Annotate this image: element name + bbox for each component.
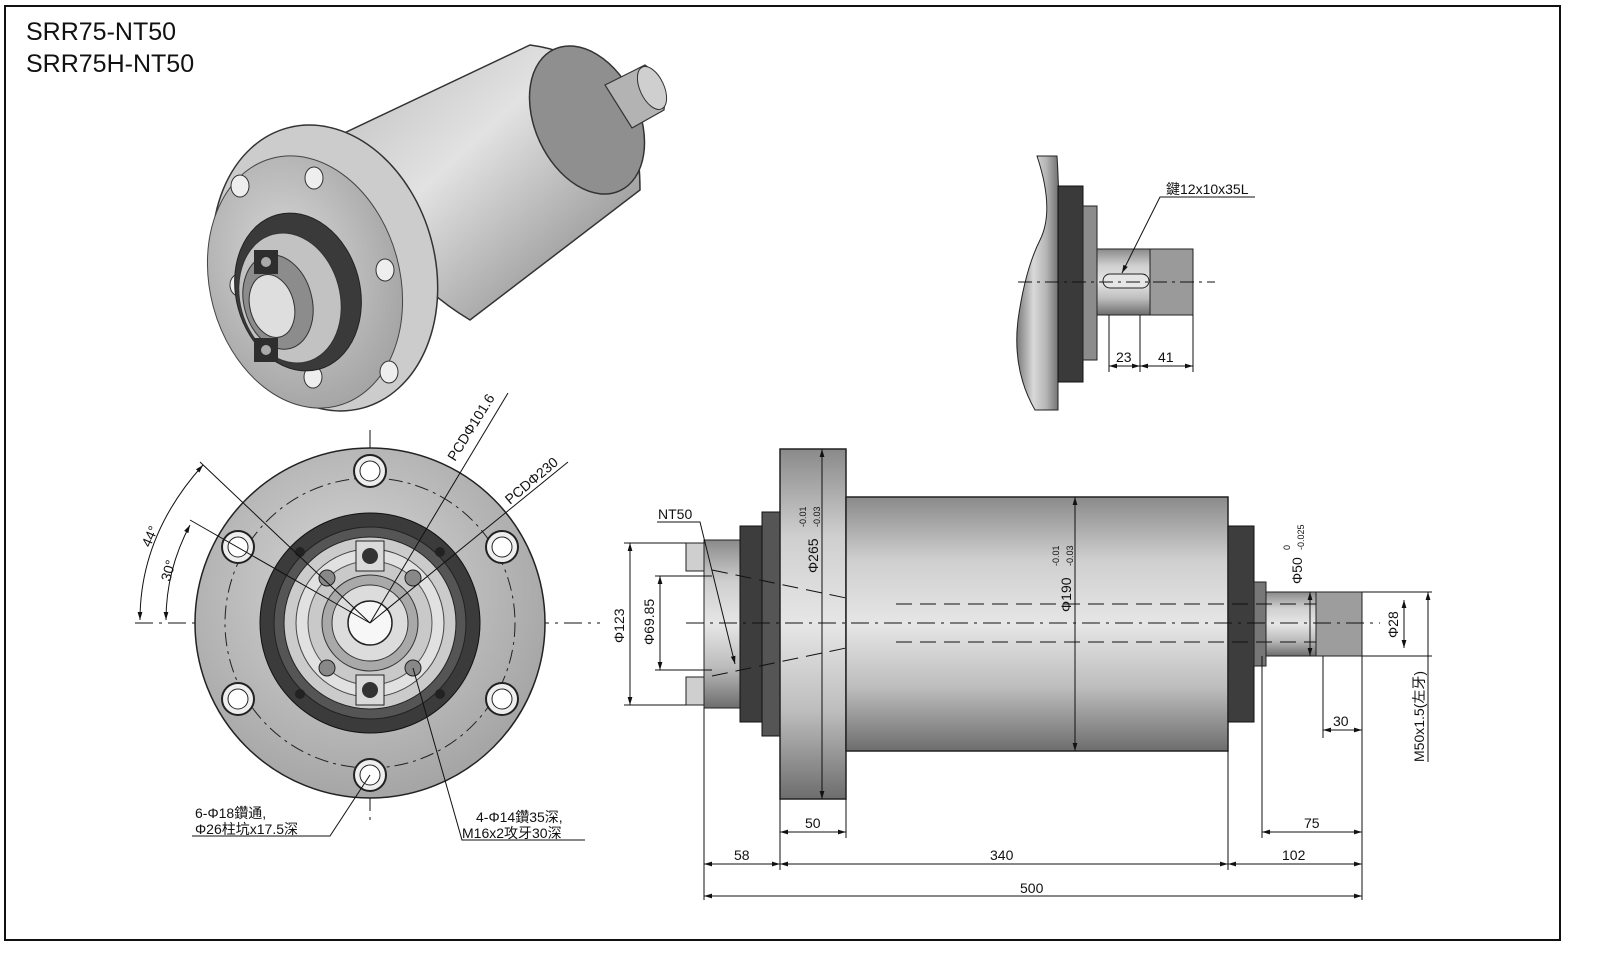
sheet-border <box>4 5 1561 941</box>
d50-label: Φ50 <box>1289 557 1305 584</box>
side-detail-view <box>1016 155 1255 411</box>
dim-75-label: 75 <box>1304 815 1320 831</box>
angle-30-label: 30° <box>158 558 179 583</box>
d190-label: Φ190 <box>1058 577 1074 612</box>
dim-30-label: 30 <box>1333 713 1349 729</box>
d6985-label: Φ69.85 <box>641 599 657 645</box>
hole-note-line-2: Φ26柱坑x17.5深 <box>195 821 298 837</box>
front-view <box>135 392 600 841</box>
main-side-view <box>624 448 1432 900</box>
d265-tol-upper: -0.01 <box>798 506 808 527</box>
pcd-outer-label: PCDΦ230 <box>502 454 562 508</box>
dim-500-label: 500 <box>1020 880 1044 896</box>
key-label: 鍵12x10x35L <box>1166 181 1249 197</box>
hole-note-line-1: 6-Φ18鑽通, <box>195 805 266 821</box>
dim-23-label: 23 <box>1116 349 1132 365</box>
dim-102-label: 102 <box>1282 847 1306 863</box>
angle-44-label: 44° <box>138 523 161 549</box>
thread-label: M50x1.5(左牙) <box>1411 671 1427 762</box>
d50-tol-lower: -0.025 <box>1296 524 1306 550</box>
nt50-label: NT50 <box>658 506 692 522</box>
dim-50-label: 50 <box>805 815 821 831</box>
dim-340-label: 340 <box>990 847 1014 863</box>
dim-58-label: 58 <box>734 847 750 863</box>
d50-tol-upper: 0 <box>1282 545 1292 550</box>
isometric-view <box>206 44 668 412</box>
model-title-1: SRR75-NT50 <box>26 18 177 46</box>
d123-label: Φ123 <box>611 608 627 643</box>
model-title-2: SRR75H-NT50 <box>26 50 195 78</box>
d265-label: Φ265 <box>805 538 821 573</box>
dim-41-label: 41 <box>1158 349 1174 365</box>
pcd-inner-label: PCDΦ101.6 <box>444 391 498 464</box>
d265-tol-lower: -0.03 <box>812 506 822 527</box>
tap-note-line-1: 4-Φ14鑽35深, <box>476 809 563 825</box>
d190-tol-upper: -0.01 <box>1051 545 1061 566</box>
d190-tol-lower: -0.03 <box>1065 545 1075 566</box>
d28-label: Φ28 <box>1385 611 1401 638</box>
tap-note-line-2: M16x2攻牙30深 <box>462 825 562 841</box>
